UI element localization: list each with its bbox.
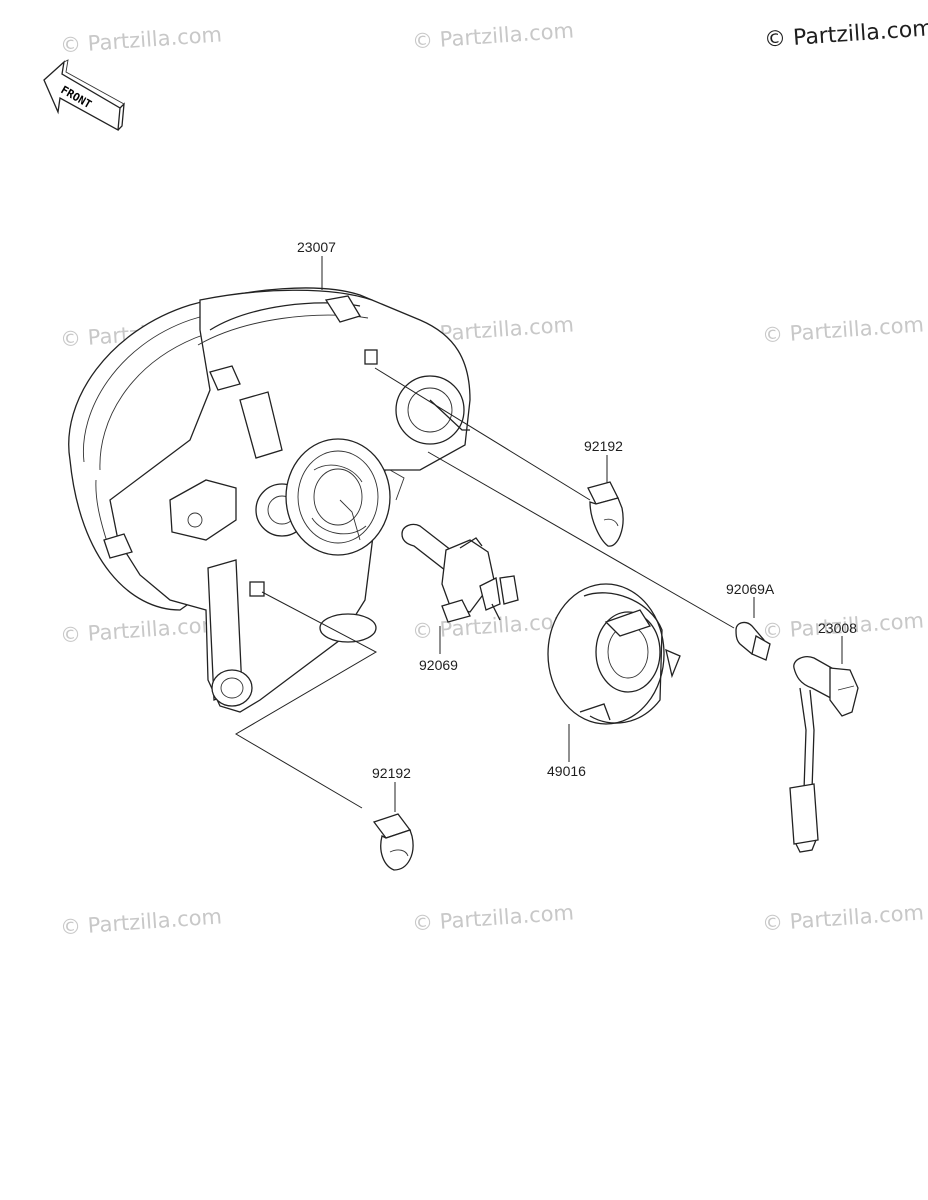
socket-cap-bottom[interactable] xyxy=(372,813,414,871)
part-number-23007[interactable]: 23007 xyxy=(297,239,336,255)
position-socket[interactable] xyxy=(789,656,859,853)
front-arrow-icon: FRONT xyxy=(43,59,125,132)
part-number-23008[interactable]: 23008 xyxy=(818,620,857,636)
part-number-92069A[interactable]: 92069A xyxy=(726,581,775,597)
position-bulb[interactable] xyxy=(735,621,771,661)
main-bulb[interactable] xyxy=(401,523,519,623)
part-number-49016[interactable]: 49016 xyxy=(547,763,586,779)
part-number-92192-bottom[interactable]: 92192 xyxy=(372,765,411,781)
leader-92192-top xyxy=(374,367,591,501)
headlight-assembly[interactable] xyxy=(68,287,471,713)
part-number-92192-top[interactable]: 92192 xyxy=(584,438,623,454)
leader-92069A xyxy=(427,451,735,629)
dust-cover[interactable] xyxy=(547,583,681,725)
part-number-92069[interactable]: 92069 xyxy=(419,657,458,673)
socket-cap-top[interactable] xyxy=(587,481,624,547)
leader-92192-bottom xyxy=(235,591,378,809)
